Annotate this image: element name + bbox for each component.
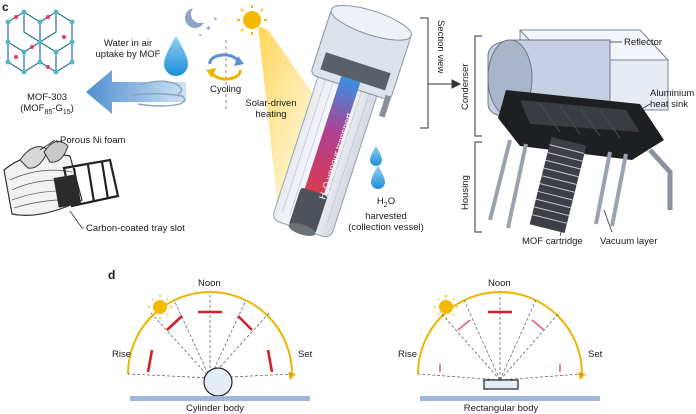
- caption-left: Cylinder body: [185, 403, 245, 414]
- rise-label-left: Rise: [112, 349, 132, 360]
- foam-leaders: [55, 139, 84, 229]
- porous-ni-foam-label: Porous Ni foam: [60, 135, 126, 146]
- water-drop-icon: [164, 36, 188, 76]
- cycling-arrows-icon: [206, 53, 244, 81]
- carbon-coated-tray-slot-label: Carbon-coated tray slot: [86, 223, 185, 234]
- panel-label-d: d: [108, 268, 116, 282]
- uptake-arrow-icon: [86, 70, 186, 114]
- rise-label-right: Rise: [398, 349, 418, 360]
- mof-name: MOF-303 (MOF85-G15): [20, 92, 74, 116]
- set-label-left: Set: [298, 349, 313, 360]
- set-label-right: Set: [588, 349, 603, 360]
- noon-label-right: Noon: [488, 278, 511, 289]
- section-detail: [474, 29, 673, 237]
- solar-beam: [258, 26, 330, 226]
- reflector-label: Reflector: [624, 37, 663, 48]
- svg-text:✦: ✦: [213, 16, 218, 23]
- svg-text:✦: ✦: [198, 33, 202, 39]
- mof-cartridge-label: MOF cartridge: [522, 236, 583, 247]
- section-view-label: Section view: [435, 20, 446, 74]
- condenser-label: Condenser: [460, 63, 471, 110]
- caption-right: Rectangular body: [463, 403, 539, 414]
- harvested-drops-icon: [370, 146, 385, 189]
- mof-lattice-icon: [5, 9, 75, 75]
- wind-icon: [131, 80, 186, 107]
- panel-label-c: c: [2, 0, 9, 14]
- sun-path-left: [127, 291, 310, 401]
- sun-path-right: [417, 291, 600, 401]
- noon-label-left: Noon: [198, 278, 221, 289]
- svg-text:✦: ✦: [205, 24, 212, 33]
- housing-label: Housing: [460, 175, 471, 210]
- moon-icon: ✦ ✦ ✦: [185, 5, 218, 39]
- foam-assembly: [3, 139, 120, 229]
- vacuum-layer-label: Vacuum layer: [600, 236, 658, 247]
- harvested-label: H2O harvested (collection vessel): [348, 196, 424, 233]
- harvester-device: [273, 5, 412, 238]
- cycling-label: Cycling: [210, 84, 242, 95]
- section-view-bracket: [420, 17, 462, 129]
